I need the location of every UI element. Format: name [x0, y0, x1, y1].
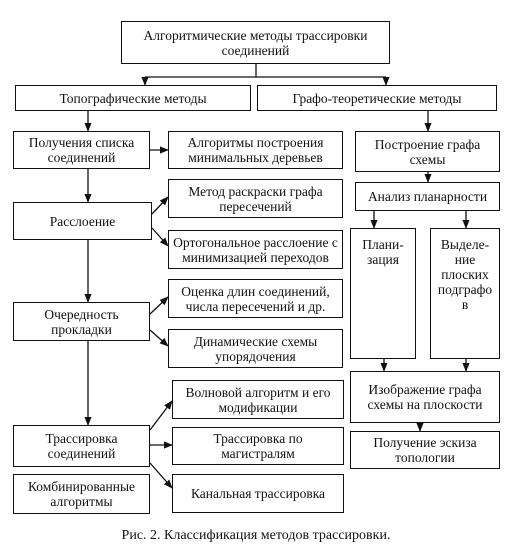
figure-caption: Рис. 2. Классификация методов трассировк…: [121, 528, 391, 543]
node-planarity-analysis: Анализ планарности: [355, 182, 500, 211]
node-planar-subgraphs: Выделе-ние плоских подграфо в: [430, 228, 500, 359]
node-dynamic-schemes: Динамические схемы упорядочения: [168, 329, 343, 368]
node-connection-routing: Трассировка соединений: [13, 425, 150, 467]
node-wave-algorithm: Волновой алгоритм и его модификации: [172, 380, 344, 419]
node-topographic-methods: Топографические методы: [15, 85, 251, 111]
node-graph-coloring: Метод раскраски графа пересечений: [168, 179, 343, 218]
node-channel-routing: Канальная трассировка: [172, 474, 344, 513]
node-get-connection-list: Получения списка соединений: [13, 131, 150, 169]
node-graph-theoretic-methods: Графо-теоретические методы: [257, 85, 497, 111]
node-routing-order: Очередность прокладки: [13, 302, 150, 341]
node-combined-algorithms: Комбинированные алгоритмы: [13, 474, 150, 514]
node-topology-sketch: Получение эскиза топологии: [350, 431, 500, 469]
node-graph-image: Изображение графа схемы на плоскости: [350, 371, 500, 423]
node-layering: Расслоение: [13, 202, 152, 240]
node-orthogonal-layering: Ортогональное расслоение с минимизацией …: [168, 230, 343, 269]
node-planarization: Плани-зация: [350, 228, 416, 359]
node-build-circuit-graph: Построение графа схемы: [355, 131, 500, 172]
node-root: Алгоритмические методы трассировки соеди…: [121, 21, 390, 64]
node-trunk-routing: Трассировка по магистралям: [172, 427, 344, 465]
node-length-estimation: Оценка длин соединений, числа пересечени…: [168, 279, 343, 318]
node-min-trees: Алгоритмы построения минимальных деревье…: [168, 131, 343, 169]
